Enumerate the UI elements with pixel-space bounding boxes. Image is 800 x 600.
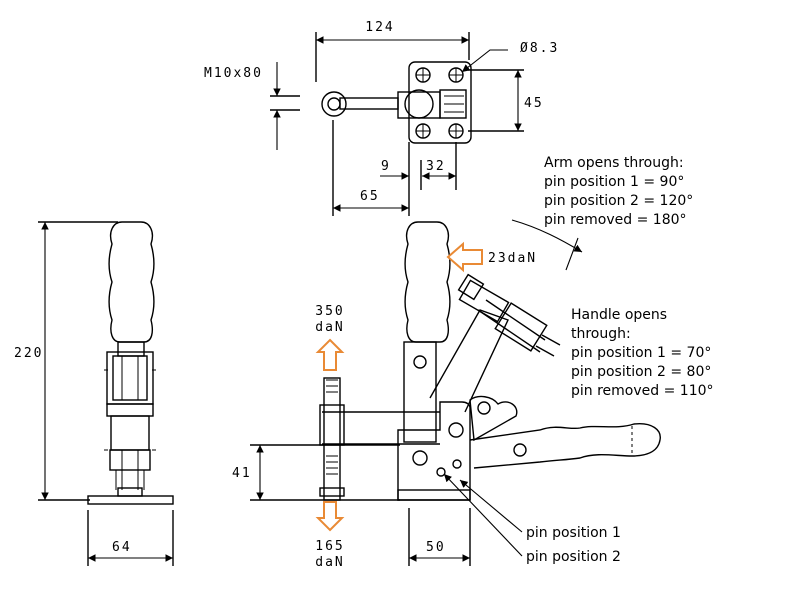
- dim-base-width: 64: [112, 540, 132, 555]
- holding-down-arrow: [315, 501, 345, 532]
- holding-down-unit: daN: [315, 555, 344, 570]
- handle-note-title: Handle opens: [571, 307, 667, 323]
- pin-position-2-label: pin position 2: [526, 549, 621, 565]
- arm-note-removed: pin removed = 180°: [544, 212, 687, 228]
- handle-note-pin2: pin position 2 = 80°: [571, 364, 711, 380]
- pin-position-1-label: pin position 1: [526, 525, 621, 541]
- arm-note-title: Arm opens through:: [544, 155, 684, 171]
- arm-note-pin2: pin position 2 = 120°: [544, 193, 693, 209]
- handle-note-through: through:: [571, 326, 631, 342]
- dim-side-base: 50: [426, 540, 446, 555]
- holding-up-unit: daN: [315, 320, 344, 335]
- dim-offset-32: 32: [426, 159, 446, 174]
- side-view: [250, 221, 661, 566]
- top-view: [270, 32, 524, 216]
- dim-offset-9: 9: [381, 159, 391, 174]
- handle-note-removed: pin removed = 110°: [571, 383, 714, 399]
- dimension-lines: [41, 36, 583, 562]
- dim-screw: M10x80: [204, 66, 263, 81]
- holding-down-value: 165: [315, 539, 344, 554]
- force-arrows: [315, 241, 483, 532]
- handle-note-pin1: pin position 1 = 70°: [571, 345, 711, 361]
- dim-hole-diameter: Ø8.3: [520, 41, 559, 56]
- arm-note-pin1: pin position 1 = 90°: [544, 174, 684, 190]
- front-view: [38, 221, 174, 566]
- handle-force-arrow: [446, 241, 483, 273]
- dim-spindle-height: 41: [232, 466, 252, 481]
- dim-base-height: 45: [524, 96, 544, 111]
- handle-force-label: 23daN: [488, 251, 537, 266]
- dim-top-width: 124: [365, 20, 394, 35]
- dim-total-height: 220: [14, 346, 43, 361]
- holding-up-value: 350: [315, 304, 344, 319]
- holding-up-arrow: [315, 338, 345, 371]
- dim-offset-65: 65: [360, 189, 380, 204]
